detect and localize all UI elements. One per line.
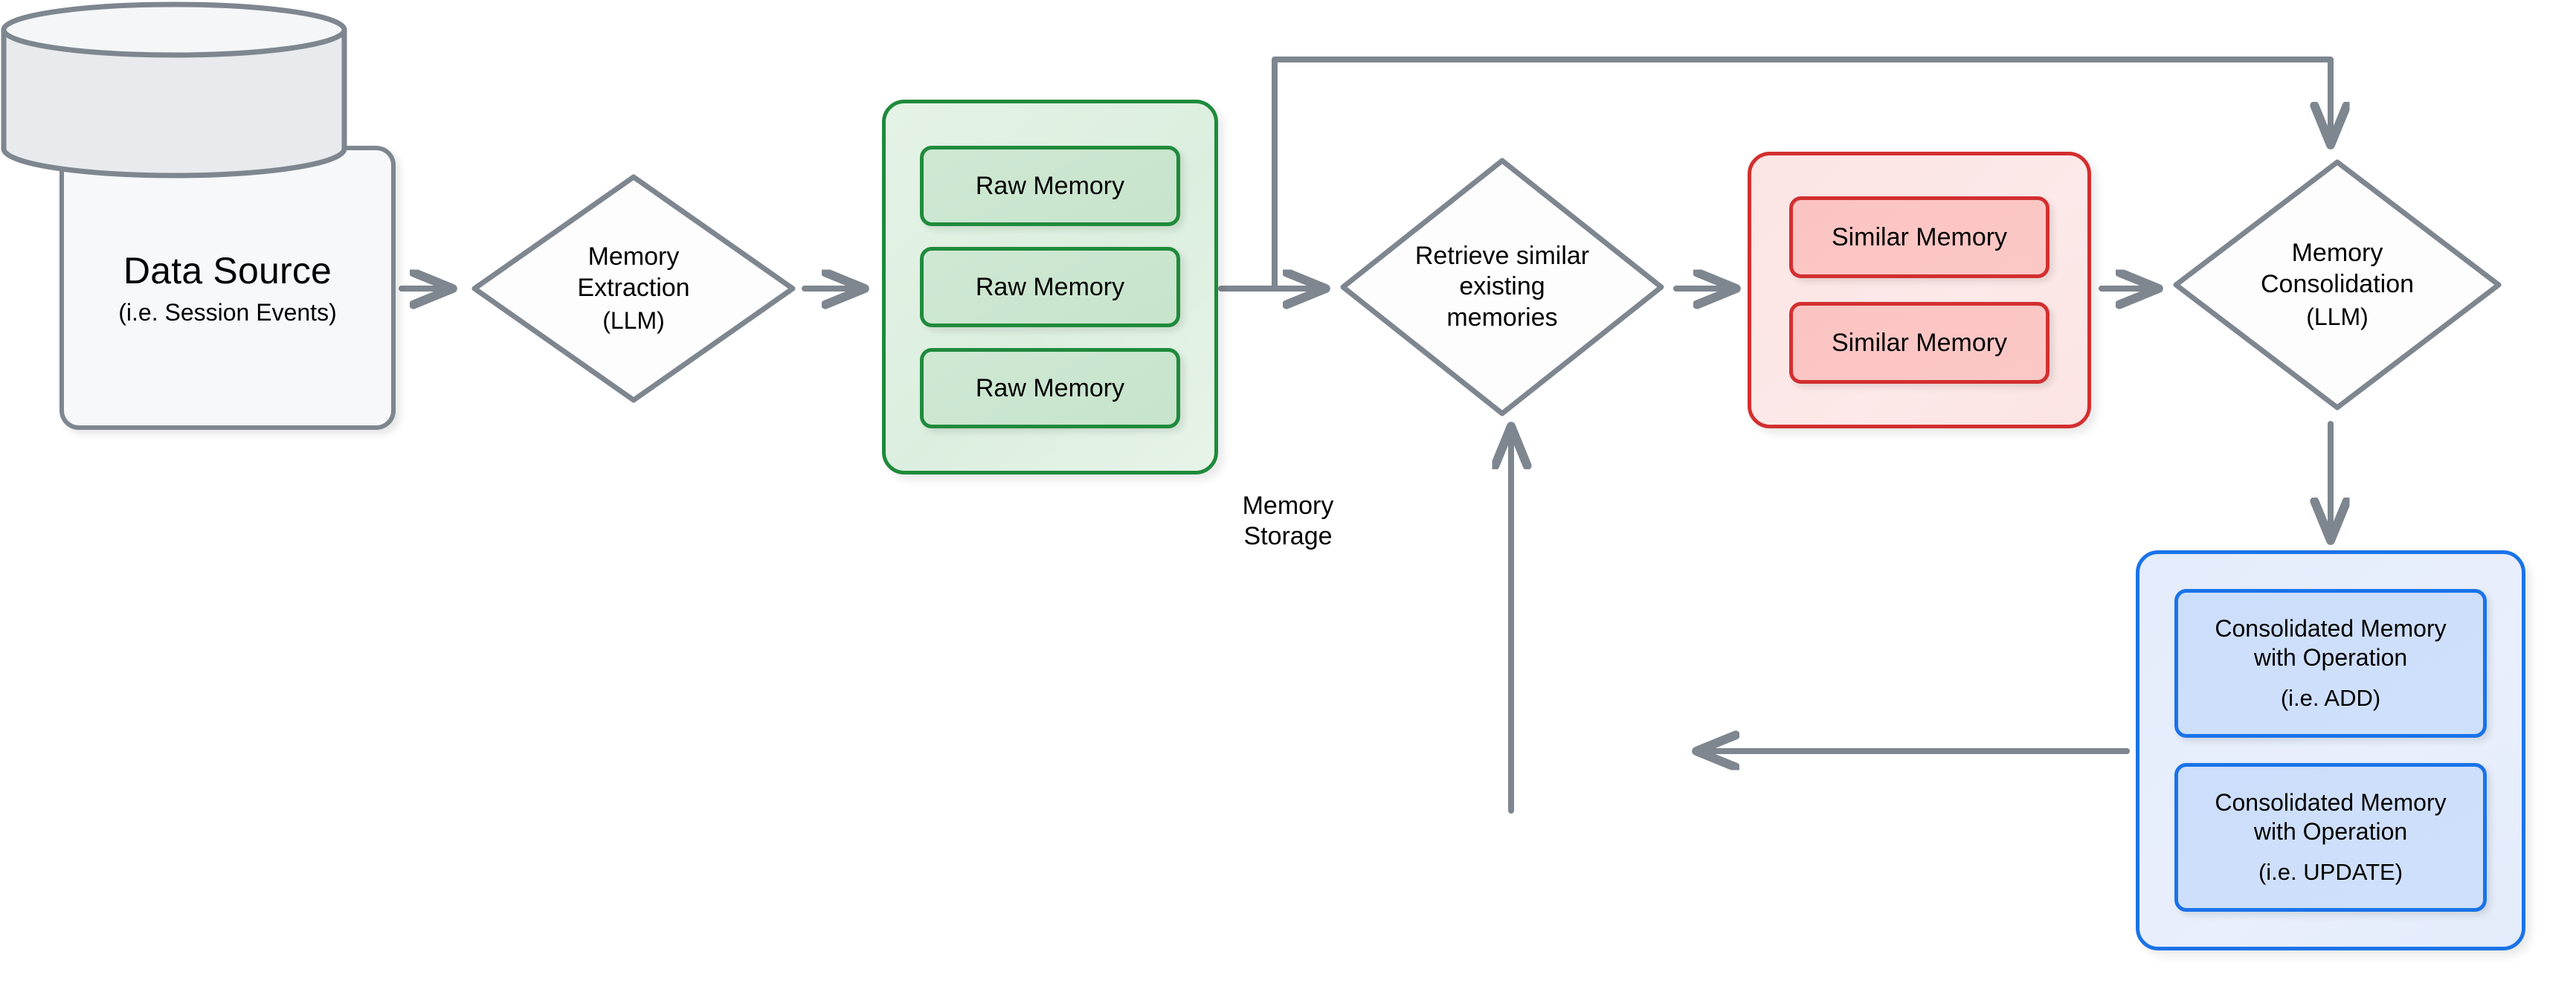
retrieve-title-line3: memories: [1446, 303, 1558, 332]
node-data-source[interactable]: Data Source (i.e. Session Events): [59, 146, 396, 430]
raw-memory-chip[interactable]: Raw Memory: [920, 348, 1180, 428]
memory-storage-title-line2: Storage: [1243, 522, 1333, 550]
retrieve-title-line1: Retrieve similar: [1414, 241, 1590, 270]
node-memory-storage[interactable]: Memory Storage: [0, 0, 1333, 550]
node-retrieve-similar-memories[interactable]: Retrieve similar existing memories: [1339, 156, 1666, 418]
memory-consolidation-title-line1: Memory: [2291, 239, 2383, 268]
node-memory-consolidation[interactable]: Memory Consolidation (LLM): [2171, 158, 2503, 412]
similar-memory-chip[interactable]: Similar Memory: [1789, 302, 2049, 384]
memory-extraction-title-line2: Extraction: [577, 273, 690, 302]
raw-memory-chip[interactable]: Raw Memory: [920, 247, 1180, 327]
memory-extraction-diamond-shape: [471, 174, 796, 403]
memory-extraction-title-line1: Memory: [587, 242, 680, 271]
retrieve-similar-diamond-shape: [1340, 158, 1664, 416]
memory-consolidation-diamond-shape: [2173, 159, 2502, 411]
raw-memory-label: Raw Memory: [975, 373, 1125, 402]
memory-storage-title-line1: Memory: [1242, 491, 1334, 520]
memory-consolidation-title-line2: Consolidation: [2260, 269, 2415, 298]
database-cylinder-icon: [1, 1, 347, 178]
group-similar-memories[interactable]: Similar Memory Similar Memory: [1748, 152, 2091, 428]
consolidated-memory-chip[interactable]: Consolidated Memory with Operation (i.e.…: [2174, 589, 2487, 738]
raw-memory-label: Raw Memory: [975, 272, 1125, 301]
data-source-title: Data Source: [123, 249, 332, 292]
similar-memory-chip[interactable]: Similar Memory: [1789, 196, 2049, 278]
consolidated-memory-line2: with Operation: [2253, 818, 2408, 846]
similar-memory-label: Similar Memory: [1831, 328, 2008, 357]
consolidated-memory-line1: Consolidated Memory: [2215, 789, 2447, 817]
consolidated-memory-chip[interactable]: Consolidated Memory with Operation (i.e.…: [2174, 763, 2487, 912]
memory-consolidation-subtitle: (LLM): [2306, 303, 2369, 331]
retrieve-title-line2: existing: [1459, 272, 1545, 301]
consolidated-memory-line2: with Operation: [2253, 644, 2408, 672]
node-memory-extraction[interactable]: Memory Extraction (LLM): [470, 173, 797, 405]
data-source-subtitle: (i.e. Session Events): [118, 298, 337, 326]
group-raw-memories[interactable]: Raw Memory Raw Memory Raw Memory: [882, 100, 1218, 474]
similar-memory-label: Similar Memory: [1831, 222, 2008, 251]
group-consolidated-memories[interactable]: Consolidated Memory with Operation (i.e.…: [2136, 550, 2525, 950]
raw-memory-chip[interactable]: Raw Memory: [920, 146, 1180, 226]
consolidated-memory-operation: (i.e. UPDATE): [2258, 859, 2403, 886]
consolidated-memory-line1: Consolidated Memory: [2215, 615, 2447, 643]
raw-memory-label: Raw Memory: [975, 171, 1125, 200]
consolidated-memory-operation: (i.e. ADD): [2280, 685, 2381, 712]
memory-extraction-subtitle: (LLM): [602, 307, 665, 335]
